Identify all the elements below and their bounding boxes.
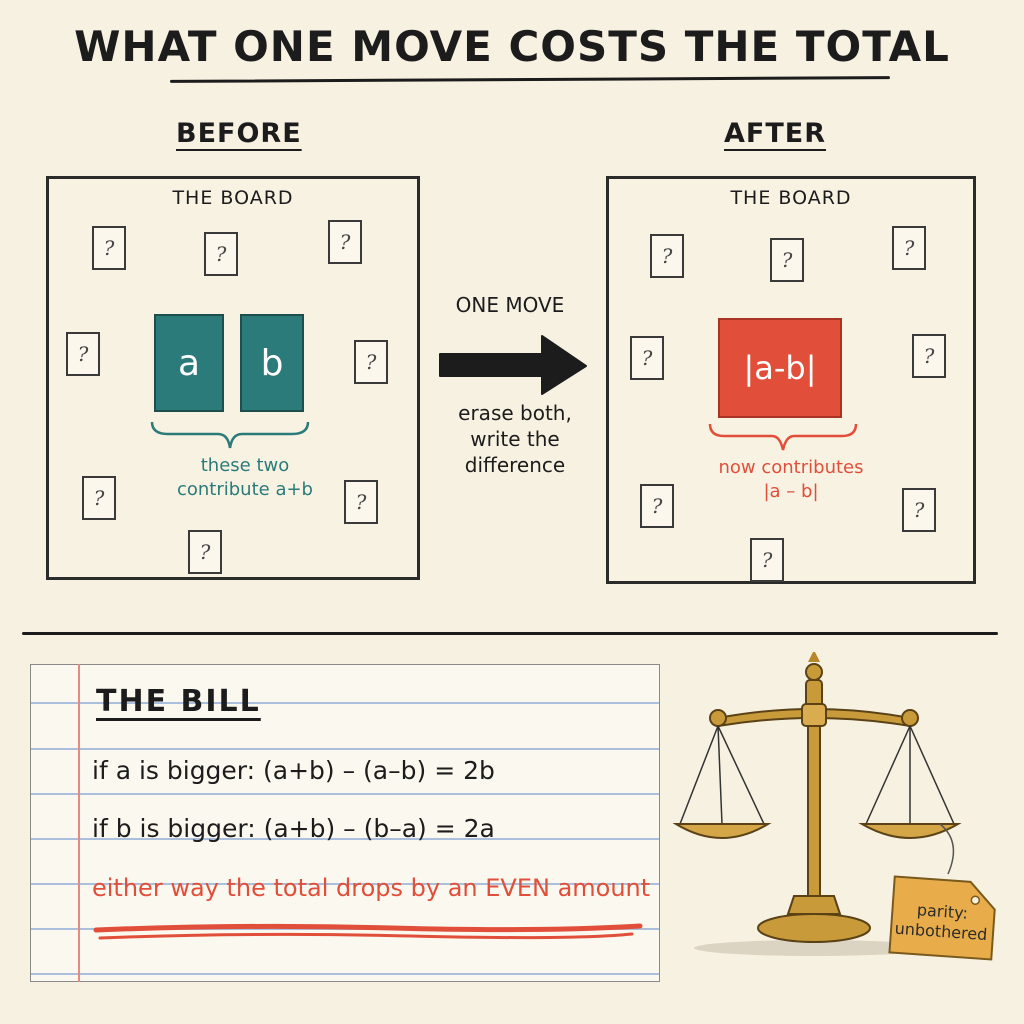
- before-board-title: THE BOARD: [172, 187, 294, 209]
- unknown-card: ?: [640, 484, 674, 528]
- tile-a: a: [154, 314, 224, 412]
- page-title: WHAT ONE MOVE COSTS THE TOTAL: [74, 22, 950, 71]
- unknown-card: ?: [902, 488, 936, 532]
- unknown-card: ?: [82, 476, 116, 520]
- before-note-line1: these two: [200, 455, 290, 476]
- unknown-card: ?: [328, 220, 362, 264]
- conclusion-underline: [93, 923, 643, 940]
- after-header: AFTER: [724, 118, 826, 149]
- tag-icon: [888, 875, 996, 961]
- unknown-card: ?: [630, 336, 664, 380]
- unknown-card: ?: [770, 238, 804, 282]
- before-note: these two contribute a+b: [130, 454, 360, 503]
- section-divider: [22, 632, 998, 635]
- tag-text: parity: unbothered: [888, 898, 995, 945]
- title-underline: [169, 76, 891, 83]
- after-note-line2: |a – b|: [763, 481, 819, 503]
- move-label: ONE MOVE: [455, 293, 565, 317]
- parity-tag: parity: unbothered: [885, 872, 1001, 963]
- unknown-card: ?: [66, 332, 100, 376]
- move-desc-line3: difference: [464, 453, 566, 477]
- move-desc-line1: erase both,: [458, 401, 572, 425]
- bill-conclusion: either way the total drops by an EVEN am…: [92, 874, 651, 902]
- before-note-line2: contribute a+b: [176, 479, 313, 501]
- after-note-line1: now contributes: [718, 457, 864, 478]
- before-header: BEFORE: [176, 118, 302, 149]
- unknown-card: ?: [188, 530, 222, 574]
- tile-difference: |a-b|: [718, 318, 842, 418]
- bill-line-a-bigger: if a is bigger: (a+b) – (a–b) = 2b: [92, 756, 495, 785]
- after-brace: [708, 423, 858, 451]
- before-brace: [150, 421, 310, 449]
- move-desc-line2: write the: [470, 427, 560, 451]
- unknown-card: ?: [912, 334, 946, 378]
- bill-title: THE BILL: [96, 684, 261, 719]
- unknown-card: ?: [354, 340, 388, 384]
- bill-line-b-bigger: if b is bigger: (a+b) – (b–a) = 2a: [92, 814, 495, 843]
- paper-margin-line: [78, 664, 80, 982]
- after-note: now contributes |a – b|: [676, 456, 906, 505]
- move-description: erase both, write the difference: [430, 400, 600, 478]
- unknown-card: ?: [92, 226, 126, 270]
- arrow-right-icon: [439, 335, 587, 395]
- after-board-title: THE BOARD: [730, 187, 852, 209]
- unknown-card: ?: [204, 232, 238, 276]
- unknown-card: ?: [750, 538, 784, 582]
- unknown-card: ?: [650, 234, 684, 278]
- unknown-card: ?: [344, 480, 378, 524]
- tile-b: b: [240, 314, 304, 412]
- balance-scale-icon: [672, 652, 962, 956]
- unknown-card: ?: [892, 226, 926, 270]
